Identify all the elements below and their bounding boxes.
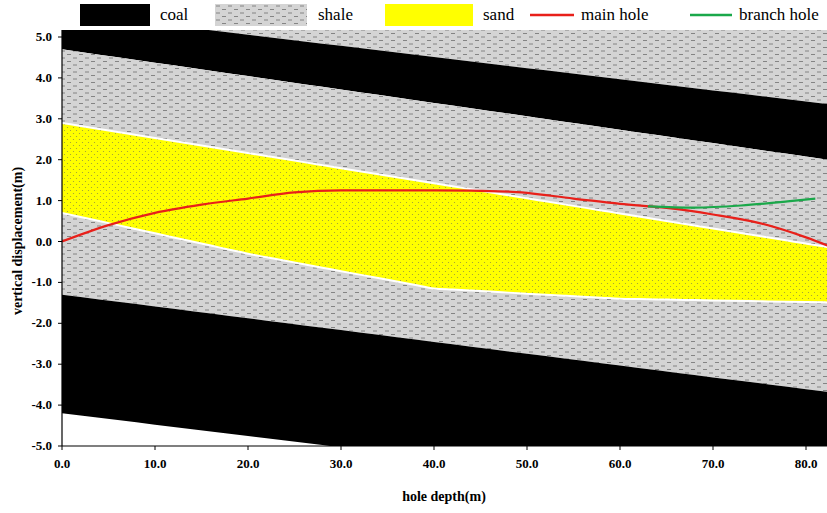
tick-mark	[58, 118, 62, 119]
legend-label: sand	[483, 5, 514, 25]
branch-hole-path	[648, 199, 815, 208]
y-tick-label: -2.0	[31, 315, 52, 331]
tick-mark	[58, 159, 62, 160]
tick-mark	[58, 241, 62, 242]
tick-mark	[58, 364, 62, 365]
legend-label: coal	[160, 5, 188, 25]
tick-mark	[155, 446, 156, 450]
y-tick-label: -5.0	[31, 438, 52, 454]
tick-mark	[58, 323, 62, 324]
tick-mark	[713, 446, 714, 450]
x-axis	[62, 445, 827, 446]
y-axis-title: vertical displacement(m)	[10, 167, 26, 315]
coal-seam	[62, 295, 827, 446]
axes	[58, 30, 827, 450]
x-tick-label: 60.0	[609, 456, 632, 472]
tick-mark	[58, 37, 62, 38]
layer-boundary	[62, 213, 827, 304]
x-axis-title: hole depth(m)	[402, 489, 486, 505]
x-tick-label: 40.0	[423, 456, 446, 472]
y-tick-label: -1.0	[31, 274, 52, 290]
legend-line	[530, 4, 574, 26]
x-tick-label: 20.0	[237, 456, 260, 472]
y-tick-label: 3.0	[36, 111, 52, 127]
legend-line	[690, 4, 732, 26]
x-tick-label: 80.0	[795, 456, 818, 472]
legend-swatch	[80, 4, 150, 26]
legend-swatch	[215, 4, 307, 26]
x-tick-label: 50.0	[516, 456, 539, 472]
tick-mark	[62, 446, 63, 450]
y-tick-label: 0.0	[36, 234, 52, 250]
tick-mark	[58, 77, 62, 78]
legend-label: shale	[318, 5, 353, 25]
tick-mark	[806, 446, 807, 450]
tick-mark	[58, 405, 62, 406]
y-tick-label: 4.0	[36, 70, 52, 86]
legend-label: main hole	[581, 5, 649, 25]
y-tick-label: -3.0	[31, 356, 52, 372]
x-tick-label: 10.0	[144, 456, 167, 472]
main-hole-path	[62, 190, 827, 255]
tick-mark	[248, 446, 249, 450]
tick-mark	[58, 200, 62, 201]
y-tick-label: 5.0	[36, 29, 52, 45]
tick-mark	[58, 282, 62, 283]
x-tick-label: 70.0	[702, 456, 725, 472]
legend-swatch	[385, 4, 473, 26]
legend-label: branch hole	[739, 5, 819, 25]
strata	[62, 30, 827, 446]
tick-mark	[620, 446, 621, 450]
y-axis	[61, 30, 62, 446]
tick-mark	[58, 446, 62, 447]
y-tick-label: 1.0	[36, 193, 52, 209]
tick-mark	[434, 446, 435, 450]
tick-mark	[341, 446, 342, 450]
y-tick-label: -4.0	[31, 397, 52, 413]
tick-mark	[527, 446, 528, 450]
y-tick-label: 2.0	[36, 152, 52, 168]
x-tick-label: 30.0	[330, 456, 353, 472]
x-tick-label: 0.0	[54, 456, 70, 472]
